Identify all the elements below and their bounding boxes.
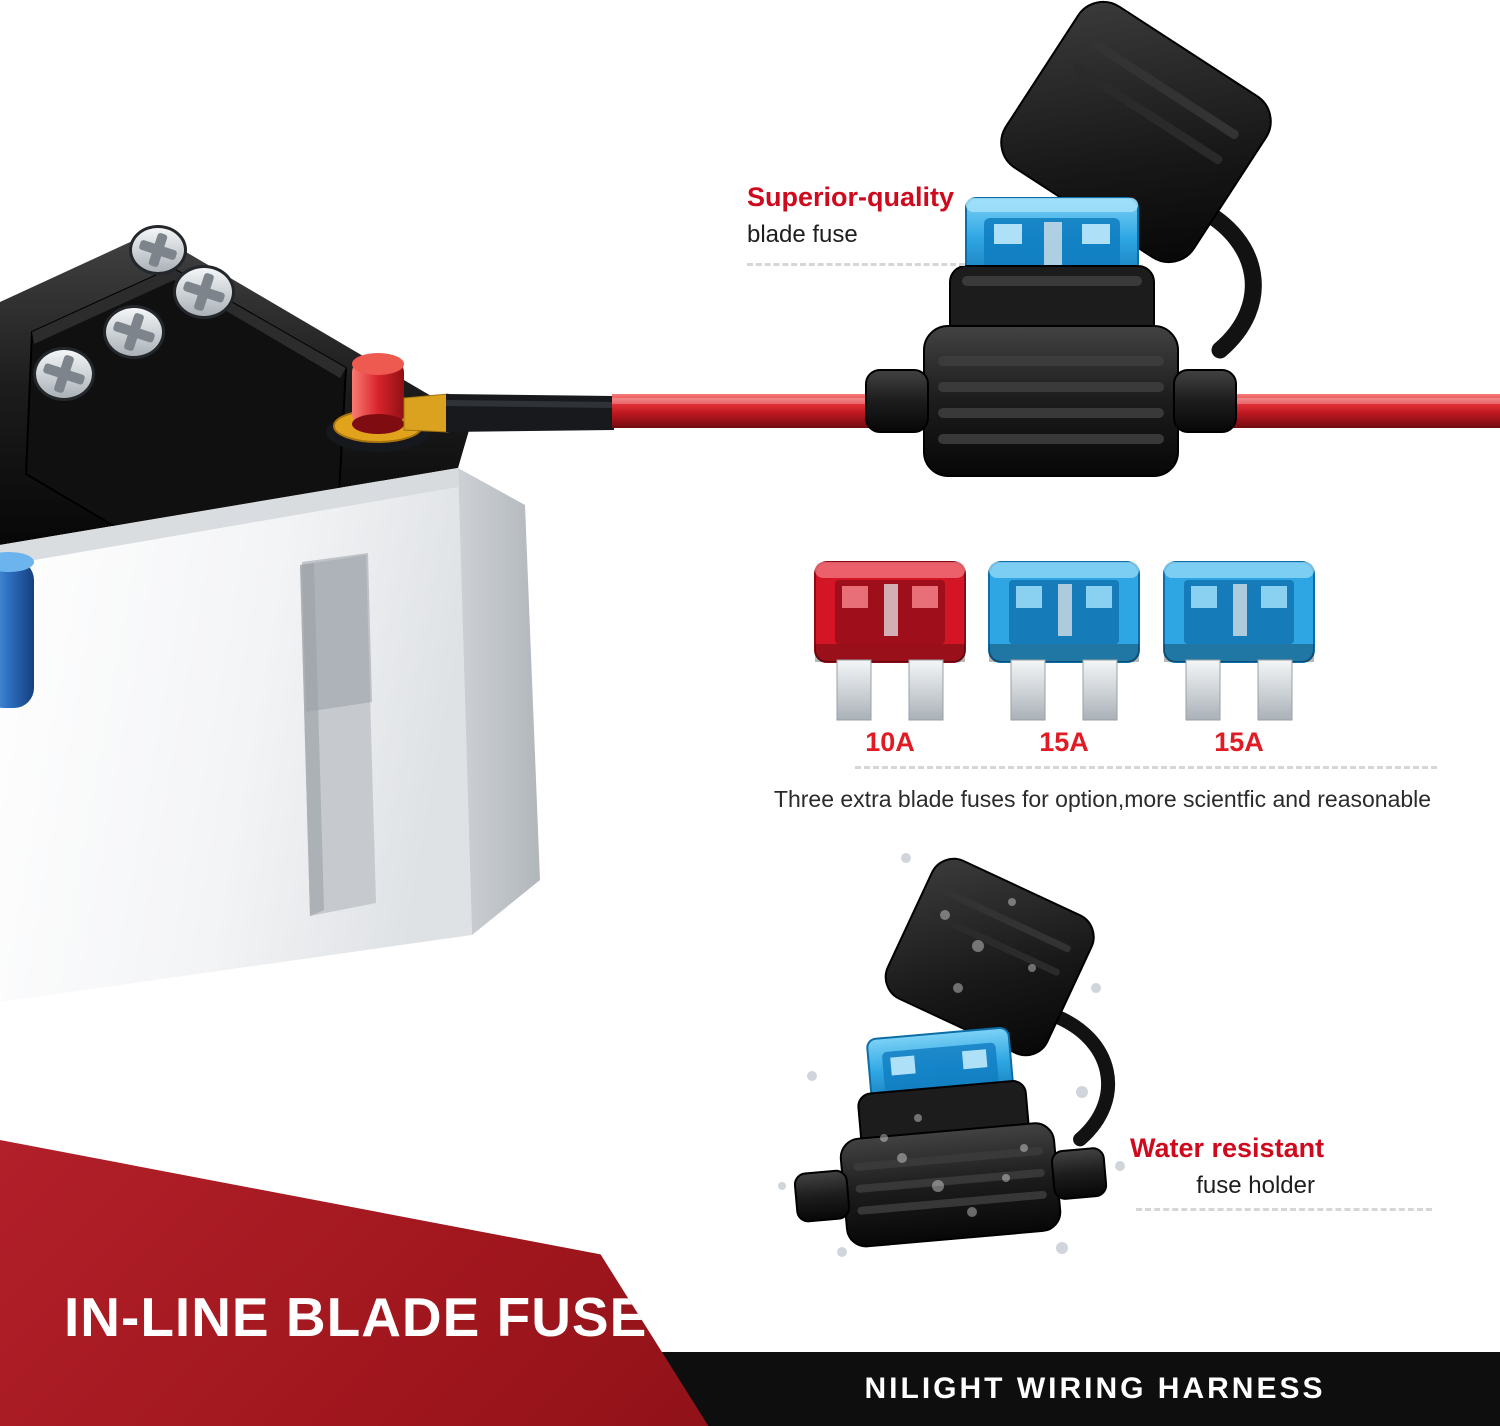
footer-text: NILIGHT WIRING HARNESS <box>864 1372 1326 1405</box>
fuse-label-10a: 10A <box>865 727 915 757</box>
fuse-label-15a-2: 15A <box>1214 727 1264 757</box>
wire-boss-left <box>865 369 929 433</box>
cap-strap <box>1189 199 1262 359</box>
spare-fuse-15a-1 <box>988 561 1140 721</box>
callout-superior-quality: Superior-quality blade fuse <box>747 182 965 266</box>
dotted-underline-water <box>1136 1208 1432 1211</box>
fuse-holder-body <box>923 325 1179 477</box>
water-resistant-fuse-holder <box>793 857 1116 1248</box>
dotted-underline <box>747 263 965 266</box>
battery-terminal-screws <box>33 225 235 401</box>
callout-water-resistant: Water resistant fuse holder <box>1130 1133 1325 1200</box>
water-resistant-title: Water resistant <box>1130 1133 1325 1163</box>
wire-boss-right <box>1173 369 1237 433</box>
water-resistant-subtitle: fuse holder <box>1196 1172 1315 1199</box>
fuse-label-15a-1: 15A <box>1039 727 1089 757</box>
battery-blue-cap <box>0 552 34 708</box>
car-battery <box>0 225 540 1002</box>
extra-fuses-note: Three extra blade fuses for option,more … <box>773 786 1432 812</box>
superior-quality-subtitle: blade fuse <box>747 221 858 248</box>
dotted-divider <box>855 766 1437 769</box>
superior-quality-title: Superior-quality <box>747 182 955 212</box>
water-droplets <box>778 853 1125 1257</box>
spare-fuse-10a <box>814 561 966 721</box>
spare-fuse-15a-2 <box>1163 561 1315 721</box>
inline-fuse-holder <box>865 0 1272 477</box>
banner-title: IN-LINE BLADE FUSE <box>64 1286 648 1348</box>
